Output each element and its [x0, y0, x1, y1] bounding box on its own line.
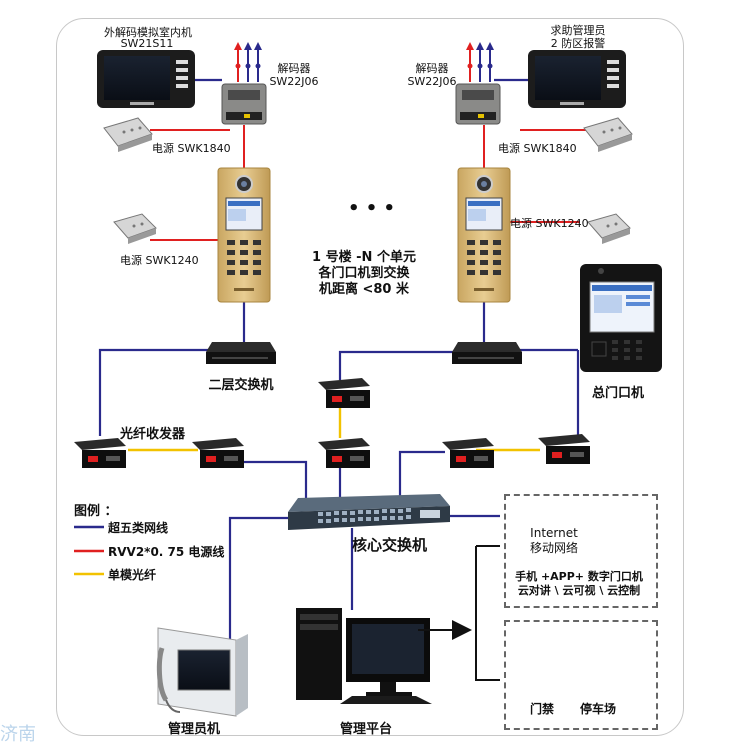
fiber-transceiver-1 — [74, 438, 126, 468]
legend-title: 图例 ： — [74, 504, 118, 519]
main-door-unit-label: 总门口机 — [592, 386, 645, 401]
parking-label: 停车场 — [580, 702, 617, 716]
legend-label-network: 超五类网线 — [108, 521, 169, 535]
fiber-transceiver-4 — [318, 438, 370, 468]
internet-label: Internet 移动网络 — [529, 526, 578, 555]
psu-left-1240-label: 电源 SWK1240 — [120, 254, 199, 267]
admin-unit — [156, 627, 248, 717]
access-control-label: 门禁 — [530, 702, 555, 716]
layer2-switch-right — [452, 342, 522, 364]
decoder-output-arrows — [234, 42, 494, 82]
main-door-unit — [580, 264, 662, 372]
mgmt-platform-label: 管理平台 — [340, 722, 393, 737]
legend-label-fiber: 单模光纤 — [108, 568, 157, 582]
fiber-transceiver-label: 光纤收发器 — [120, 427, 186, 442]
diagram-frame — [56, 18, 684, 736]
psu-left-1840 — [103, 117, 153, 152]
building-note: 1 号楼 -N 个单元 各门口机到交换 机距离 <80 米 — [312, 250, 416, 297]
monitor-right-title: 求助管理员 — [550, 24, 606, 37]
decoder-right-label: 解码器 SW22J06 — [407, 62, 457, 88]
door-unit-left — [217, 167, 271, 303]
fiber-transceiver-2 — [192, 438, 244, 468]
psu-left-1840-label: 电源 SWK1840 — [152, 142, 231, 155]
layer2-switch-left — [206, 342, 276, 364]
indoor-monitor-left — [97, 50, 195, 108]
psu-right-1240 — [587, 213, 631, 244]
monitor-right-model: 2 防区报警 — [550, 37, 606, 50]
cloud-features-label: 手机 +APP+ 数字门口机 云对讲 \ 云可视 \ 云控制 — [515, 570, 643, 597]
psu-right-1840-label: 电源 SWK1840 — [498, 142, 577, 155]
mgmt-platform — [296, 608, 432, 704]
monitor-left-title: 外解码模拟室内机 — [104, 26, 192, 39]
legend-swatches — [74, 525, 104, 576]
admin-unit-label: 管理员机 — [168, 722, 221, 737]
layer2-switch-label: 二层交换机 — [208, 378, 274, 393]
cloud-services-box — [504, 494, 658, 608]
watermark-text: 济南 — [0, 724, 36, 745]
decoder-right — [455, 83, 501, 125]
psu-right-1240-label: 电源 SWK1240 — [510, 217, 589, 230]
fiber-transceiver-5 — [442, 438, 494, 468]
more-units-ellipsis: • • • — [348, 198, 396, 219]
platform-to-services-arrows — [418, 545, 500, 681]
psu-left-1240 — [113, 213, 157, 244]
network-cables — [98, 78, 580, 640]
core-switch — [288, 494, 450, 530]
door-unit-right — [457, 167, 511, 303]
indoor-monitor-right — [528, 50, 626, 108]
core-switch-label: 核心交换机 — [352, 536, 428, 554]
decoder-left — [221, 83, 267, 125]
fiber-transceiver-3 — [318, 378, 370, 408]
psu-right-1840 — [583, 117, 633, 152]
monitor-left-model: SW21S11 — [120, 37, 174, 50]
fiber-transceiver-6 — [538, 434, 590, 464]
legend-label-power: RVV2*0. 75 电源线 — [108, 545, 225, 559]
access-parking-box — [504, 620, 658, 730]
decoder-left-label: 解码器 SW22J06 — [269, 62, 319, 88]
